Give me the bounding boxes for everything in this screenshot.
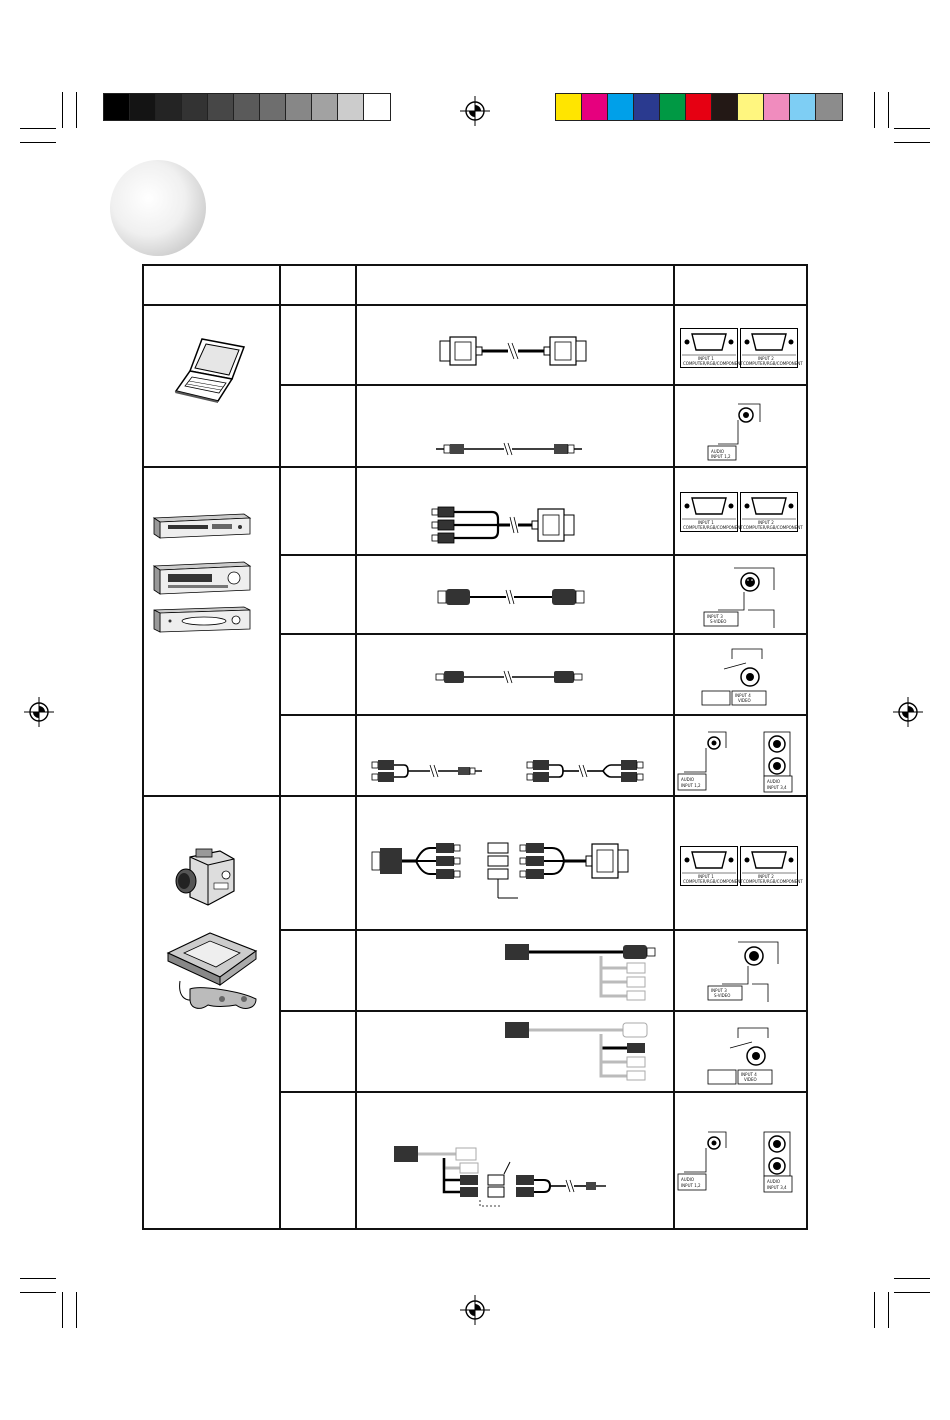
color-swatch xyxy=(208,94,234,120)
audio-input-label: AUDIO xyxy=(711,449,725,454)
color-swatch xyxy=(234,94,260,120)
s-video-label: S-VIDEO xyxy=(710,619,727,624)
color-swatch xyxy=(260,94,286,120)
av-cable-audio-icon xyxy=(394,1146,606,1207)
color-swatch xyxy=(660,94,686,120)
connection-table xyxy=(142,264,808,1230)
color-swatch xyxy=(182,94,208,120)
input2-label: INPUT 2 xyxy=(758,520,774,525)
rca-to-mini-audio-cable-icon xyxy=(371,760,482,782)
audio-input-label: AUDIO xyxy=(767,779,781,784)
audio-input-label: AUDIO xyxy=(681,777,695,782)
video-terminal: INPUT 4 VIDEO xyxy=(707,1024,782,1086)
registration-mark-icon xyxy=(460,96,490,126)
rgb-label: COMPUTER/RGB/COMPONENT xyxy=(683,879,743,884)
input1-label: INPUT 1 xyxy=(698,520,714,525)
audio-input-label: AUDIO xyxy=(681,1177,695,1182)
video-label: VIDEO xyxy=(744,1077,757,1082)
color-swatch xyxy=(764,94,790,120)
color-swatch xyxy=(312,94,338,120)
color-swatch xyxy=(790,94,816,120)
audio-input-sub-label: INPUT 1,2 xyxy=(711,454,731,459)
audio-terminals-pair: AUDIO INPUT 1,2 AUDIO INPUT 3,4 xyxy=(677,728,798,794)
vcr-icon xyxy=(152,561,252,595)
component-cable-icon xyxy=(431,506,575,544)
color-swatch xyxy=(582,94,608,120)
av-to-component-adapter-cable-icon xyxy=(371,842,629,899)
laptop-icon xyxy=(174,338,246,403)
registration-mark-icon xyxy=(893,697,923,727)
color-swatch xyxy=(104,94,130,120)
dvd-player-icon xyxy=(152,513,252,539)
color-swatch xyxy=(156,94,182,120)
color-swatch xyxy=(338,94,364,120)
rgb-label: COMPUTER/RGB/COMPONENT xyxy=(743,361,803,366)
camcorder-icon xyxy=(175,848,235,906)
audio-input-sub-label: INPUT 3,4 xyxy=(767,785,787,790)
rca-audio-cable-icon xyxy=(526,760,644,782)
video-terminal: INPUT 4 VIDEO xyxy=(701,645,776,707)
gray-scale-bar xyxy=(103,93,391,121)
section-circle xyxy=(110,160,206,256)
video-label: VIDEO xyxy=(738,698,751,703)
input3-label: INPUT 3 xyxy=(711,988,727,993)
color-swatch xyxy=(556,94,582,120)
color-swatch xyxy=(286,94,312,120)
s-video-terminal: INPUT 3 S-VIDEO xyxy=(703,566,778,628)
s-video-terminal: INPUT 3 S-VIDEO xyxy=(707,940,782,1002)
s-video-label: S-VIDEO xyxy=(714,993,731,998)
set-top-box-icon xyxy=(153,606,251,633)
input2-label: INPUT 2 xyxy=(758,874,774,879)
s-video-cable-icon xyxy=(437,589,585,605)
rgb-cable-icon xyxy=(439,336,587,366)
registration-mark-icon xyxy=(460,1295,490,1325)
input3-label: INPUT 3 xyxy=(707,614,723,619)
audio-input-sub-label: INPUT 1,2 xyxy=(681,783,701,788)
input1-label: INPUT 1 xyxy=(698,356,714,361)
color-calibration-bar xyxy=(555,93,843,121)
color-swatch xyxy=(608,94,634,120)
game-console-icon xyxy=(166,932,258,1009)
audio-input-sub-label: INPUT 1,2 xyxy=(681,1183,701,1188)
audio-terminal: AUDIO INPUT 1,2 xyxy=(707,402,772,462)
input4-label: INPUT 4 xyxy=(741,1072,757,1077)
color-swatch xyxy=(816,94,842,120)
color-swatch xyxy=(686,94,712,120)
color-swatch xyxy=(364,94,390,120)
input1-label: INPUT 1 xyxy=(698,874,714,879)
color-swatch xyxy=(712,94,738,120)
audio-input-label: AUDIO xyxy=(767,1179,781,1184)
rgb-label: COMPUTER/RGB/COMPONENT xyxy=(683,525,743,530)
color-swatch xyxy=(130,94,156,120)
input4-label: INPUT 4 xyxy=(735,693,751,698)
color-swatch xyxy=(634,94,660,120)
av-cable-video-icon xyxy=(505,1022,648,1081)
audio-terminals-pair: AUDIO INPUT 1,2 AUDIO INPUT 3,4 xyxy=(677,1128,798,1194)
rgb-label: COMPUTER/RGB/COMPONENT xyxy=(683,361,743,366)
color-swatch xyxy=(738,94,764,120)
rgb-label: COMPUTER/RGB/COMPONENT xyxy=(743,879,803,884)
video-cable-icon xyxy=(435,670,583,684)
audio-input-sub-label: INPUT 3,4 xyxy=(767,1185,787,1190)
audio-cable-icon xyxy=(436,442,582,456)
rgb-label: COMPUTER/RGB/COMPONENT xyxy=(743,525,803,530)
input2-label: INPUT 2 xyxy=(758,356,774,361)
registration-mark-icon xyxy=(24,697,54,727)
av-cable-s-video-icon xyxy=(505,944,656,1001)
